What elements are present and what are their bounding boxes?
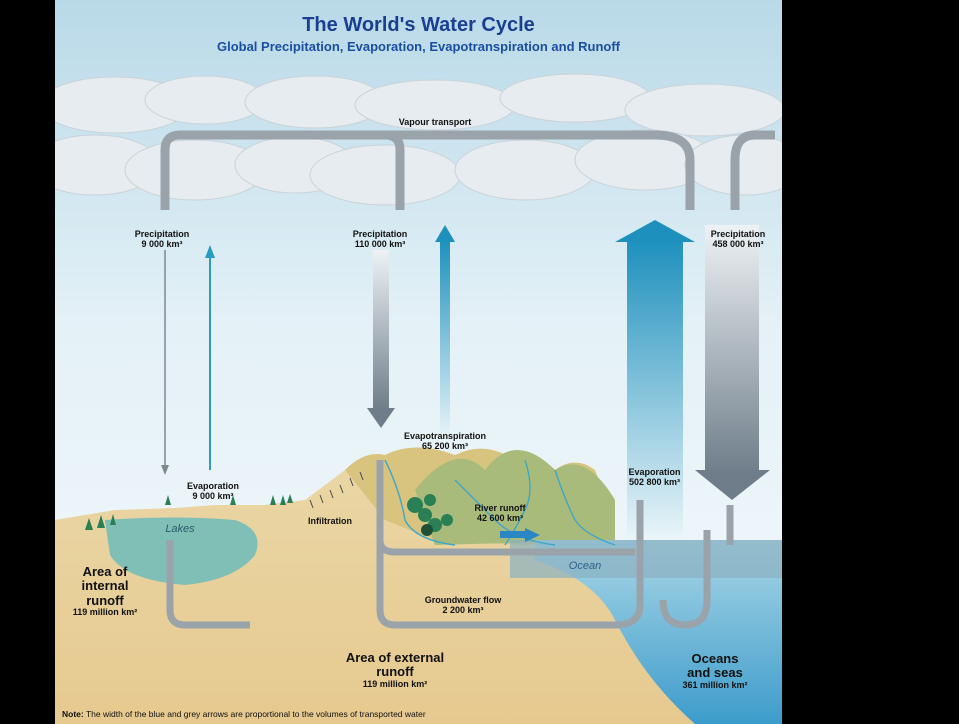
evapotranspiration-label: Evapotranspiration <box>403 431 486 441</box>
evap-left-block: Evaporation 9 000 km³ <box>173 481 253 502</box>
precip-left-block: Precipitation 9 000 km³ <box>122 229 202 250</box>
river-runoff-arrowhead <box>525 528 540 542</box>
precip-right-block: Precipitation 458 000 km³ <box>693 229 782 250</box>
external-area-block: Area of external runoff 119 million km² <box>325 650 465 689</box>
lakes <box>105 517 258 585</box>
precip-left-label: Precipitation <box>134 229 190 239</box>
evap-right-label: Evaporation <box>628 467 681 477</box>
oceans-area-line1: Oceans <box>691 651 739 666</box>
evap-right-block: Evaporation 502 800 km³ <box>607 467 702 488</box>
right-evap-arrow <box>615 220 695 540</box>
internal-area-value: 119 million km² <box>72 606 138 617</box>
river-runoff-value: 42 600 km³ <box>476 512 524 523</box>
groundwater-label: Groundwater flow <box>424 595 502 605</box>
precip-mid-value: 110 000 km³ <box>354 238 406 249</box>
evap-right-value: 502 800 km³ <box>628 476 681 487</box>
precip-right-label: Precipitation <box>710 229 766 239</box>
oceans-area-value: 361 million km² <box>682 679 748 690</box>
internal-area-line3: runoff <box>86 592 124 608</box>
internal-area-line2: internal <box>81 578 129 594</box>
footnote-prefix: Note: <box>62 709 84 719</box>
lakes-label: Lakes <box>165 523 195 535</box>
external-area-line2: runoff <box>376 664 414 680</box>
right-precip-arrow <box>695 225 770 500</box>
mountains <box>415 450 615 545</box>
water-cycle-diagram: The World's Water Cycle Global Precipita… <box>55 0 782 724</box>
evapotranspiration-value: 65 200 km³ <box>421 440 469 451</box>
infiltration-ticks <box>309 471 364 509</box>
precip-mid-block: Precipitation 110 000 km³ <box>335 229 425 250</box>
mid-precip-arrow <box>367 250 395 428</box>
groundwater-value: 2 200 km³ <box>442 604 484 615</box>
evap-left-label: Evaporation <box>186 481 239 491</box>
diagram-title: The World's Water Cycle <box>302 14 535 36</box>
evap-left-value: 9 000 km³ <box>192 490 234 501</box>
river-runoff-arrow <box>500 531 525 538</box>
oceans-area-block: Oceans and seas 361 million km² <box>665 651 765 690</box>
ocean <box>535 540 782 724</box>
precip-left-value: 9 000 km³ <box>141 238 183 249</box>
left-arrows <box>161 245 215 475</box>
precip-right-value: 458 000 km³ <box>712 238 764 249</box>
river-runoff-block: River runoff 42 600 km³ <box>460 503 540 524</box>
oceans-area-line2: and seas <box>687 665 743 681</box>
footnote: Note: The width of the blue and grey arr… <box>62 709 426 719</box>
diagram-subtitle: Global Precipitation, Evaporation, Evapo… <box>216 39 621 54</box>
footnote-text: The width of the blue and grey arrows ar… <box>85 709 426 719</box>
groundwater-block: Groundwater flow 2 200 km³ <box>413 595 513 616</box>
ocean-band <box>510 540 782 578</box>
infiltration-label: Infiltration <box>308 516 352 526</box>
diagram-graphics <box>55 0 782 724</box>
vapour-transport-arrow <box>160 130 775 210</box>
trees <box>85 494 453 536</box>
clouds <box>55 73 782 206</box>
vapour-transport-label: Vapour transport <box>398 117 472 127</box>
ocean-label: Ocean <box>568 560 602 572</box>
internal-area-line1: Area of <box>82 564 128 579</box>
internal-area-block: Area of internal runoff 119 million km² <box>55 564 155 618</box>
evapotranspiration-block: Evapotranspiration 65 200 km³ <box>390 431 500 452</box>
evapotranspiration-arrow <box>435 225 455 440</box>
runoff-pipes <box>166 460 734 629</box>
river-runoff-label: River runoff <box>474 503 526 513</box>
precip-mid-label: Precipitation <box>352 229 408 239</box>
external-area-value: 119 million km² <box>362 678 428 689</box>
external-area-line1: Area of external <box>345 650 445 665</box>
